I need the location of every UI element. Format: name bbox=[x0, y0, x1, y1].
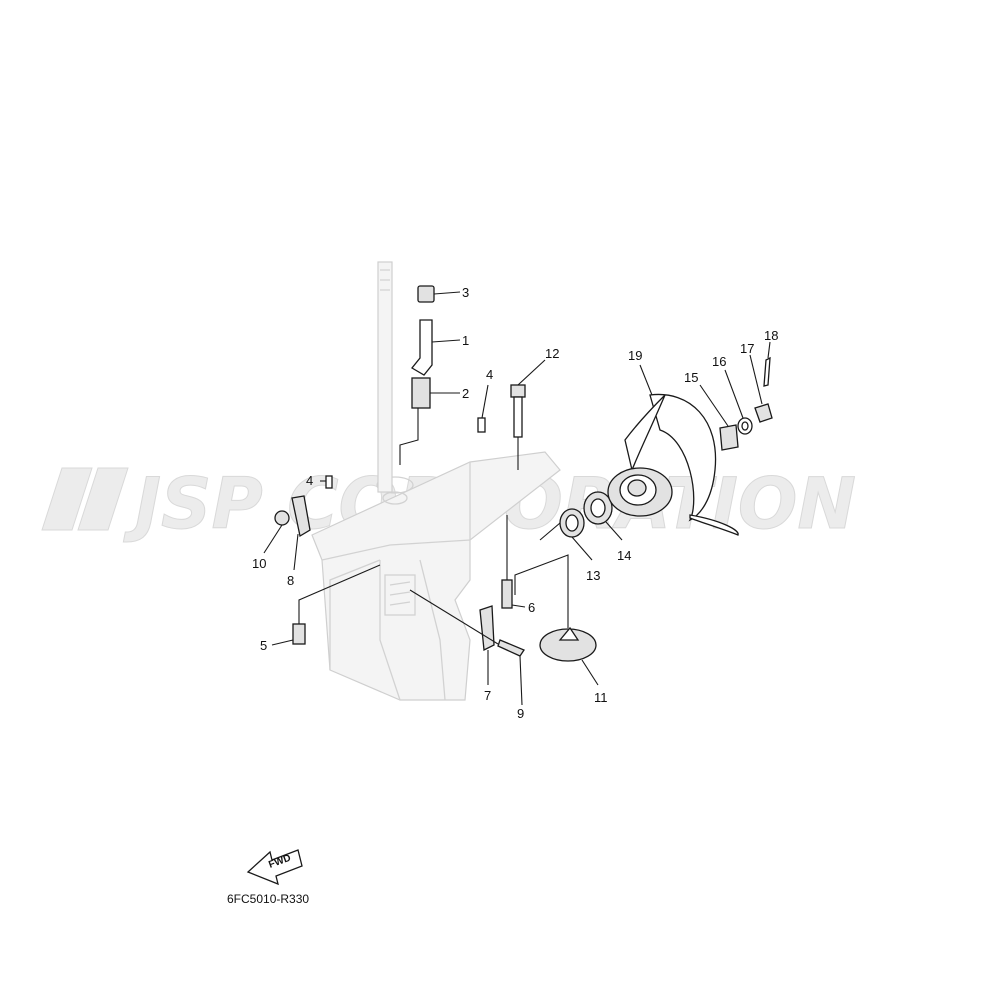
callout-18: 18 bbox=[764, 328, 778, 343]
part-9-screw: 9 bbox=[409, 589, 525, 721]
callout-9: 9 bbox=[517, 706, 524, 721]
part-11-cap: 11 bbox=[514, 554, 608, 705]
part-5-bolt: 5 bbox=[260, 564, 381, 653]
part-10-nut: 10 bbox=[252, 510, 290, 571]
callout-3: 3 bbox=[462, 285, 469, 300]
part-3-grommet: 3 bbox=[417, 285, 469, 303]
watermark-logo-mark bbox=[41, 467, 129, 531]
callout-16: 16 bbox=[712, 354, 726, 369]
callout-5: 5 bbox=[260, 638, 267, 653]
callout-8: 8 bbox=[287, 573, 294, 588]
part-7-trim-tab: 7 bbox=[479, 605, 495, 703]
part-8-anode: 8 bbox=[287, 495, 311, 588]
drive-shaft bbox=[377, 261, 393, 493]
callout-10: 10 bbox=[252, 556, 266, 571]
part-19-propeller: 19 bbox=[607, 348, 739, 536]
callout-4-left: 4 bbox=[306, 473, 313, 488]
callout-7: 7 bbox=[484, 688, 491, 703]
part-15-spacer: 15 bbox=[684, 370, 739, 451]
lower-unit-housing bbox=[311, 451, 561, 701]
callout-12: 12 bbox=[545, 346, 559, 361]
callout-6: 6 bbox=[528, 600, 535, 615]
callout-14: 14 bbox=[617, 548, 631, 563]
part-14-spacer: 14 bbox=[583, 491, 631, 563]
callout-17: 17 bbox=[740, 341, 754, 356]
part-18-cotter-pin: 18 bbox=[763, 328, 778, 387]
part-1-water-tube: 1 bbox=[411, 319, 469, 376]
part-4-dowel-upper: 4 bbox=[477, 367, 493, 433]
callout-15: 15 bbox=[684, 370, 698, 385]
part-4-dowel-left: 4 bbox=[306, 473, 333, 489]
part-13-thrust-washer: 13 bbox=[539, 508, 600, 583]
callout-4-upper: 4 bbox=[486, 367, 493, 382]
part-16-washer: 16 bbox=[712, 354, 753, 435]
callout-11: 11 bbox=[594, 690, 608, 705]
callout-1: 1 bbox=[462, 333, 469, 348]
part-12-bolt: 12 bbox=[510, 346, 559, 470]
fwd-arrow: FWD bbox=[246, 849, 303, 886]
part-17-nut: 17 bbox=[740, 341, 773, 423]
callout-19: 19 bbox=[628, 348, 642, 363]
callout-2: 2 bbox=[462, 386, 469, 401]
callout-13: 13 bbox=[586, 568, 600, 583]
part-2-seal: 2 bbox=[399, 377, 469, 465]
part-6-bolt: 6 bbox=[501, 515, 535, 615]
diagram-code: 6FC5010-R330 bbox=[227, 892, 309, 906]
